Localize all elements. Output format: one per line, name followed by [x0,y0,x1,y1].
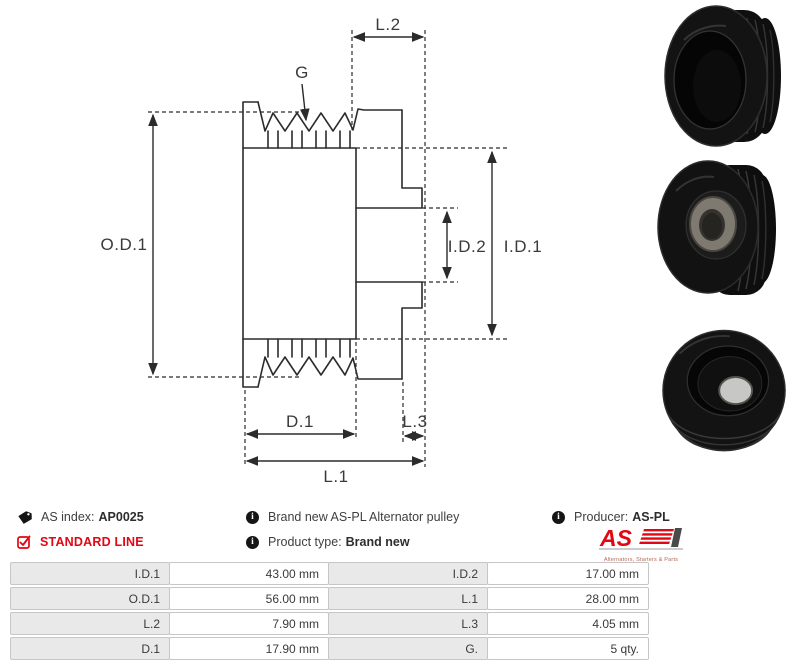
as-pl-logo: AS Alternators, Starters & Parts [599,525,683,563]
spec-table: I.D.1 43.00 mm I.D.2 17.00 mm O.D.1 56.0… [10,562,652,662]
spec-label: L.2 [10,612,170,635]
dim-label-l2: L.2 [375,15,400,34]
dim-label-l1: L.1 [323,467,348,486]
pulley-outline [242,101,423,388]
dim-label-id1: I.D.1 [504,237,542,256]
spec-label: I.D.2 [328,562,488,585]
spec-value: 17.00 mm [487,562,649,585]
spec-row: D.1 17.90 mm G. 5 qty. [10,637,652,660]
as-index-value: AP0025 [98,510,144,524]
spec-row: O.D.1 56.00 mm L.1 28.00 mm [10,587,652,610]
tag-icon [17,510,32,525]
standard-line-label: STANDARD LINE [40,535,144,549]
logo-as-text: AS [599,526,633,551]
spec-value: 7.90 mm [169,612,329,635]
description-line: i Brand new AS-PL Alternator pulley [246,509,459,525]
description-text: Brand new AS-PL Alternator pulley [268,510,460,524]
pulley-photo-angled-bore [664,5,781,147]
spec-label: L.1 [328,587,488,610]
dim-label-d1: D.1 [286,412,314,431]
logo-subtext: Alternators, Starters & Parts [603,557,679,563]
technical-drawing: O.D.1 I.D.2 I.D.1 L.2 D.1 L.3 L.1 G [101,15,542,486]
producer-label: Producer: [574,510,629,524]
construction-lines [148,30,508,467]
product-type-label: Product type: [268,535,342,549]
dim-label-id2: I.D.2 [448,237,486,256]
info-icon: i [246,535,259,549]
spec-value: 28.00 mm [487,587,649,610]
spec-value: 56.00 mm [169,587,329,610]
as-index-line: AS index: AP0025 [17,509,144,525]
product-type-value: Brand new [345,535,410,549]
dim-label-od1: O.D.1 [101,235,148,254]
info-icon: i [552,510,565,524]
pulley-photo-side-hub [657,160,776,295]
spec-label: G. [328,637,488,660]
dim-label-l3: L.3 [402,412,427,431]
standard-line: STANDARD LINE [17,534,144,550]
dim-label-g: G [295,63,309,82]
spec-label: D.1 [10,637,170,660]
producer-value: AS-PL [632,510,670,524]
spec-value: 43.00 mm [169,562,329,585]
checkbox-icon [17,535,31,549]
spec-value: 4.05 mm [487,612,649,635]
dimension-arrows [148,32,497,466]
spec-value: 17.90 mm [169,637,329,660]
spec-label: L.3 [328,612,488,635]
spec-row: I.D.1 43.00 mm I.D.2 17.00 mm [10,562,652,585]
product-photos [650,0,800,485]
spec-value: 5 qty. [487,637,649,660]
info-icon: i [246,510,259,524]
as-index-label: AS index: [41,510,95,524]
pulley-photo-front [662,329,786,452]
spec-row: L.2 7.90 mm L.3 4.05 mm [10,612,652,635]
spec-label: I.D.1 [10,562,170,585]
product-type-line: i Product type: Brand new [246,534,410,550]
producer-line: i Producer: AS-PL [552,509,670,525]
spec-label: O.D.1 [10,587,170,610]
